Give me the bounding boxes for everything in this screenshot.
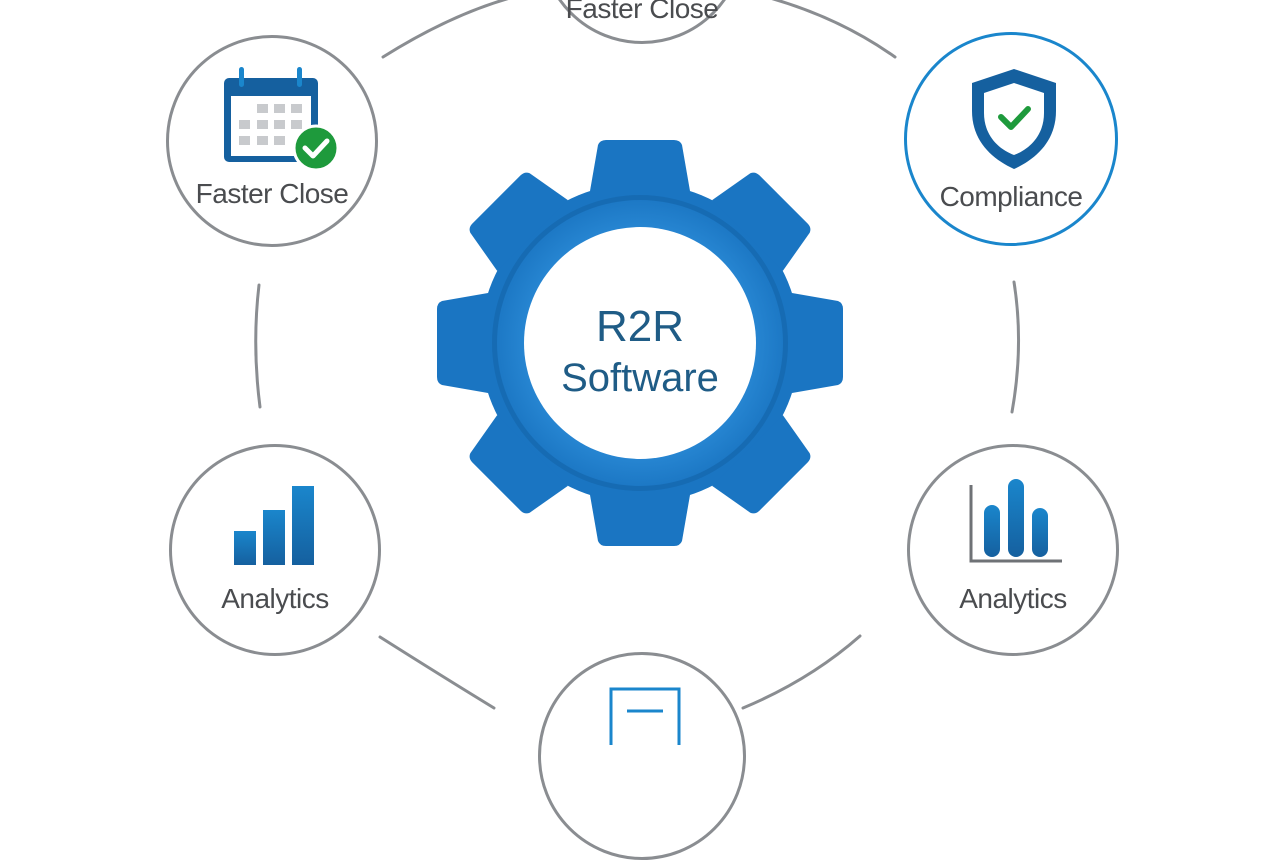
node-label: Analytics: [959, 583, 1067, 614]
node-faster-close: Faster Close: [166, 35, 378, 247]
connector-arc: [1010, 280, 1021, 414]
connector-arc: [254, 283, 262, 409]
shield-check-icon: [972, 69, 1056, 169]
node-label: Analytics: [221, 583, 329, 614]
center-title: R2R: [595, 302, 685, 351]
node-label: Compliance: [939, 181, 1083, 212]
node-bottom-document: [538, 652, 746, 860]
bar-chart-axis-icon: [969, 479, 1062, 563]
node-label: Faster Close: [195, 178, 349, 209]
connector-arc: [771, 0, 897, 59]
document-icon: [609, 687, 681, 745]
node-compliance: Compliance: [904, 32, 1118, 246]
node-analytics-left: Analytics: [169, 444, 381, 656]
node-label: Faster Close: [565, 0, 719, 24]
connector-arc: [378, 635, 496, 710]
bar-chart-icon: [234, 486, 314, 565]
connector-ring: [254, 0, 1021, 710]
center-subtitle: Software: [561, 356, 719, 400]
gear-icon: [437, 140, 843, 546]
connector-arc: [381, 0, 509, 59]
r2r-diagram: Faster Close Faster Close Compliance: [166, 0, 1119, 860]
node-analytics-right: Analytics: [907, 444, 1119, 656]
calendar-check-icon: [224, 67, 340, 172]
connector-arc: [741, 634, 862, 710]
